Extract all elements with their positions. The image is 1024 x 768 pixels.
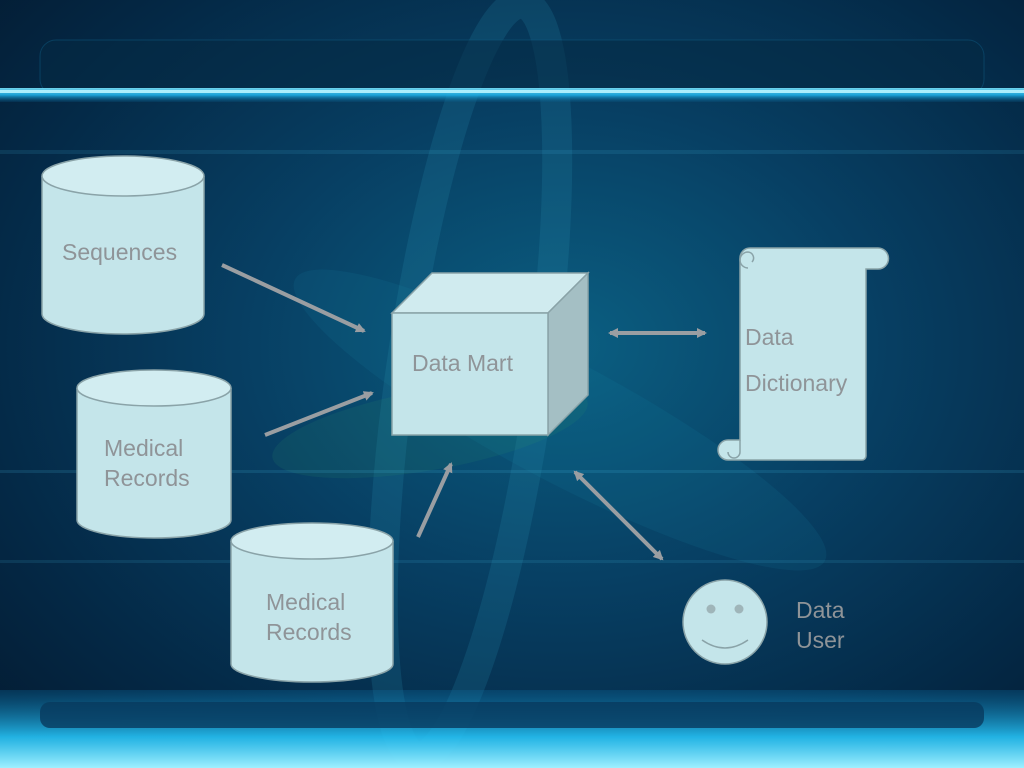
data-user-line1: Data bbox=[796, 597, 845, 623]
medical-records-1-line1: Medical bbox=[104, 435, 184, 461]
data-user-label: Data User bbox=[796, 595, 845, 655]
medical-records-2-database-icon bbox=[230, 522, 394, 683]
data-dictionary-line1: Data bbox=[745, 324, 794, 350]
medical-records-2-line1: Medical bbox=[266, 589, 346, 615]
arrow-medical-records-2-to-data-mart bbox=[416, 462, 453, 538]
data-dictionary-line2: Dictionary bbox=[745, 370, 848, 396]
sequences-label: Sequences bbox=[62, 239, 178, 265]
data-mart-cube-icon bbox=[390, 271, 590, 437]
sequences-database-icon bbox=[41, 155, 205, 335]
medical-records-1-database-icon bbox=[76, 369, 232, 539]
medical-records-2-line2: Records bbox=[266, 619, 352, 645]
data-user-smiley-face-icon bbox=[682, 579, 768, 665]
data-user-line2: User bbox=[796, 627, 845, 653]
arrow-sequences-to-data-mart bbox=[221, 263, 366, 333]
data-mart-label: Data Mart bbox=[412, 350, 513, 376]
data-dictionary-scroll-icon bbox=[717, 247, 890, 461]
medical-records-1-label: Medical Records bbox=[104, 433, 190, 493]
data-dictionary-label: Data Dictionary bbox=[745, 322, 847, 398]
arrow-data-mart-data-user bbox=[573, 470, 664, 561]
medical-records-1-line2: Records bbox=[104, 465, 190, 491]
arrow-medical-records-1-to-data-mart bbox=[264, 391, 374, 437]
medical-records-2-label: Medical Records bbox=[266, 587, 352, 647]
